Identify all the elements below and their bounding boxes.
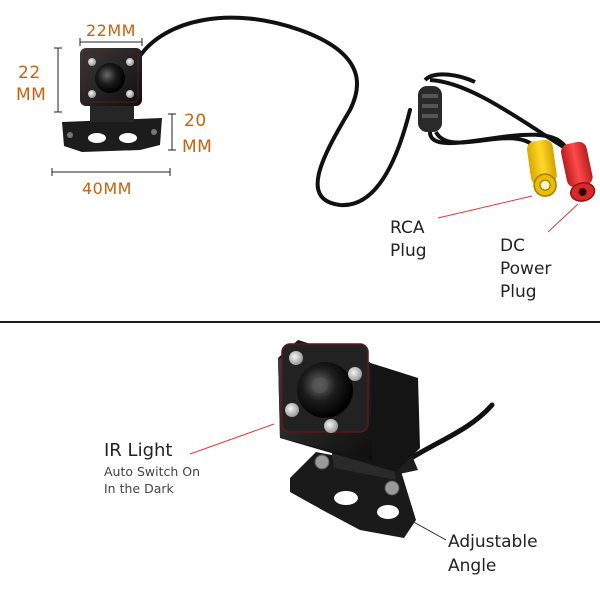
height-left-label-line1: 22 [18, 63, 41, 83]
ir-light-sub-line2: In the Dark [104, 481, 174, 496]
rca-plug-image [527, 139, 557, 197]
bracket-height-label-line1: 20 [184, 111, 207, 131]
rca-plug-label-line2: Plug [390, 241, 427, 261]
big-camera-cable [405, 402, 495, 463]
width-bottom-label: 40MM [82, 179, 132, 198]
section-divider [0, 321, 600, 323]
ir-light-title: IR Light [104, 440, 173, 461]
width-top-label: 22MM [86, 21, 136, 40]
ir-light-sub-line1: Auto Switch On [104, 464, 201, 479]
adjustable-angle-label-line2: Angle [448, 556, 497, 576]
camera-cable [138, 15, 412, 208]
small-camera-image [62, 48, 162, 152]
large-camera-image [278, 340, 420, 538]
adjustable-angle-label-line1: Adjustable [448, 532, 538, 552]
cable-splitter [418, 72, 476, 132]
dimension-lines [51, 38, 176, 176]
dc-plug-image [560, 141, 596, 202]
height-left-label-line2: MM [16, 85, 47, 105]
rca-plug-label-line1: RCA [390, 218, 425, 238]
dc-plug-label-line3: Plug [500, 282, 537, 302]
dc-plug-label-line1: DC [500, 236, 525, 256]
dc-plug-label-line2: Power [500, 259, 552, 279]
bracket-height-label-line2: MM [182, 137, 213, 157]
